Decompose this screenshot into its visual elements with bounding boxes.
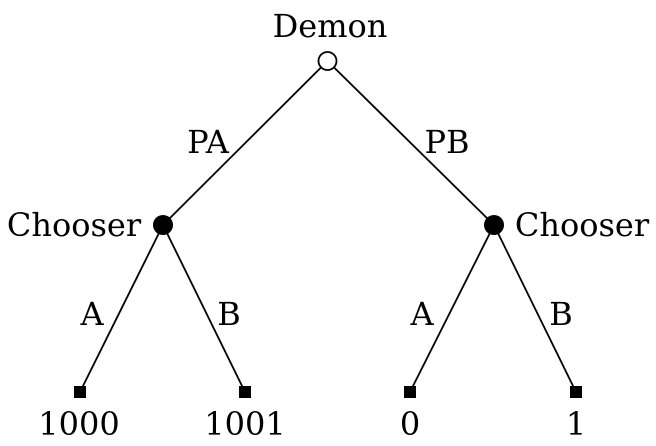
payoff-left-b: 1001: [204, 405, 285, 443]
demon-node-circle: [317, 51, 338, 71]
edge-left-chooser-to-leaf-b: [162, 224, 246, 393]
left-chooser-label: Chooser: [7, 206, 142, 244]
edge-label-right-b: B: [549, 295, 573, 333]
left-chooser-node-circle: [153, 215, 173, 235]
edge-root-to-right-chooser: [326, 60, 495, 226]
edge-label-pb: PB: [424, 123, 469, 161]
leaf-square-right-a: [404, 386, 416, 398]
leaf-square-right-b: [570, 386, 582, 398]
leaf-square-left-a: [74, 386, 86, 398]
right-chooser-node-circle: [484, 215, 504, 235]
edge-label-left-b: B: [217, 295, 241, 333]
edge-label-right-a: A: [409, 295, 434, 333]
edge-right-chooser-to-leaf-b: [493, 224, 577, 393]
demon-label: Demon: [273, 7, 388, 45]
edge-root-to-left-chooser: [162, 60, 329, 226]
edge-label-left-a: A: [79, 295, 104, 333]
payoff-left-a: 1000: [38, 405, 119, 443]
right-chooser-label: Chooser: [515, 206, 650, 244]
leaf-square-left-b: [239, 386, 251, 398]
payoff-right-b: 1: [566, 405, 586, 443]
edge-right-chooser-to-leaf-a: [409, 224, 495, 393]
edge-label-pa: PA: [187, 123, 230, 161]
payoff-right-a: 0: [400, 405, 420, 443]
edge-left-chooser-to-leaf-a: [79, 224, 164, 393]
